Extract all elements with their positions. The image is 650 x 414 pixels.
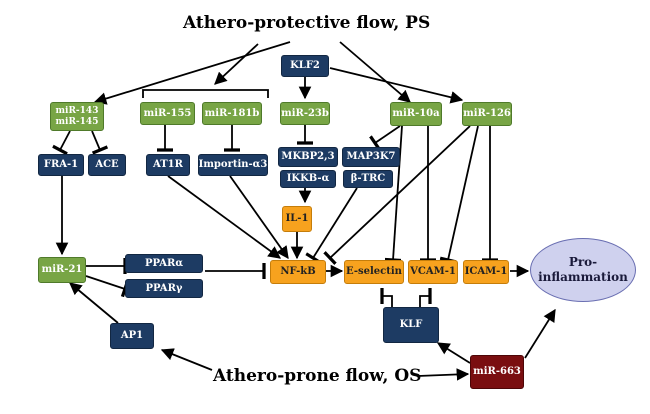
node-il1: IL-1 — [282, 206, 312, 232]
arrow-mir663-to-proinflammation — [524, 308, 556, 359]
inhibit-mir10a-eselectin — [384, 125, 403, 263]
inhibit-mir126-vcam1 — [439, 125, 479, 264]
node-e-selectin: E-selectin — [344, 260, 404, 284]
node-mir21: miR-21 — [38, 257, 86, 283]
node-ppar-alpha: PPARα — [125, 254, 203, 273]
node-mir10a: miR-10a — [390, 102, 442, 126]
node-at1r: AT1R — [146, 154, 190, 176]
title-athero-prone: Athero-prone flow, OS — [213, 366, 422, 386]
arrow-at1r-to-nfkb — [167, 175, 282, 259]
node-klf2: KLF2 — [281, 55, 329, 77]
arrow-mir663-to-klf — [436, 342, 471, 364]
inhibit-mir143-fra1 — [52, 130, 71, 156]
node-mir126: miR-126 — [462, 102, 512, 126]
node-importin-a3: Importin-α3 — [198, 154, 268, 176]
arrow-klf2-to-mir126 — [329, 67, 464, 104]
node-ap1: AP1 — [110, 323, 154, 349]
inhibit-mir10a-map3k7 — [369, 125, 401, 151]
node-map3k7: MAP3K7 — [342, 147, 400, 167]
node-mkbp23: MKBP2,3 — [278, 147, 338, 167]
node-vcam1: VCAM-1 — [408, 260, 458, 284]
node-mir155: miR-155 — [140, 102, 195, 125]
arrow-ap1-to-mir21 — [69, 282, 119, 324]
node-mir143-label: miR-143 — [55, 105, 99, 116]
node-mir145-label: miR-145 — [55, 116, 99, 127]
arrow-importin-to-nfkb — [229, 175, 289, 260]
arrow-ps-to-bracket — [214, 43, 259, 85]
node-mir143-mir145: miR-143 miR-145 — [50, 102, 104, 131]
bracket-mir155-mir181b — [142, 89, 269, 98]
arrow-os-to-mir663 — [417, 368, 470, 381]
node-icam1: ICAM-1 — [463, 260, 509, 284]
node-nfkb: NF-kB — [270, 260, 326, 284]
pro-inflammation-line2: inflammation — [538, 270, 628, 284]
node-mir181b: miR-181b — [202, 102, 262, 125]
arrow-ps-to-mir10a — [339, 41, 411, 103]
node-beta-trc: β-TRC — [343, 170, 393, 188]
inhibit-klf-eselectin — [380, 287, 393, 307]
inhibit-mir143-ace — [91, 130, 109, 155]
node-fra1: FRA-1 — [38, 154, 84, 176]
node-mir23b: miR-23b — [280, 102, 330, 125]
node-ace: ACE — [88, 154, 126, 176]
node-ppar-gamma: PPARγ — [125, 279, 203, 298]
node-ikkb-a: IKKB-α — [280, 170, 336, 188]
arrow-os-to-ap1 — [160, 348, 213, 371]
inhibit-klf-vcam1 — [419, 287, 432, 307]
inhibit-btrc-nfkb — [305, 187, 358, 264]
title-athero-protective: Athero-protective flow, PS — [183, 13, 431, 33]
inhibit-mir21-pparg — [85, 275, 130, 298]
node-klf: KLF — [383, 307, 439, 343]
arrow-ps-to-mir143 — [93, 41, 291, 105]
inhibit-mir126-nfkb — [323, 125, 471, 266]
node-mir663: miR-663 — [470, 355, 524, 389]
node-pro-inflammation: Pro- inflammation — [530, 238, 636, 302]
pro-inflammation-line1: Pro- — [568, 255, 598, 269]
